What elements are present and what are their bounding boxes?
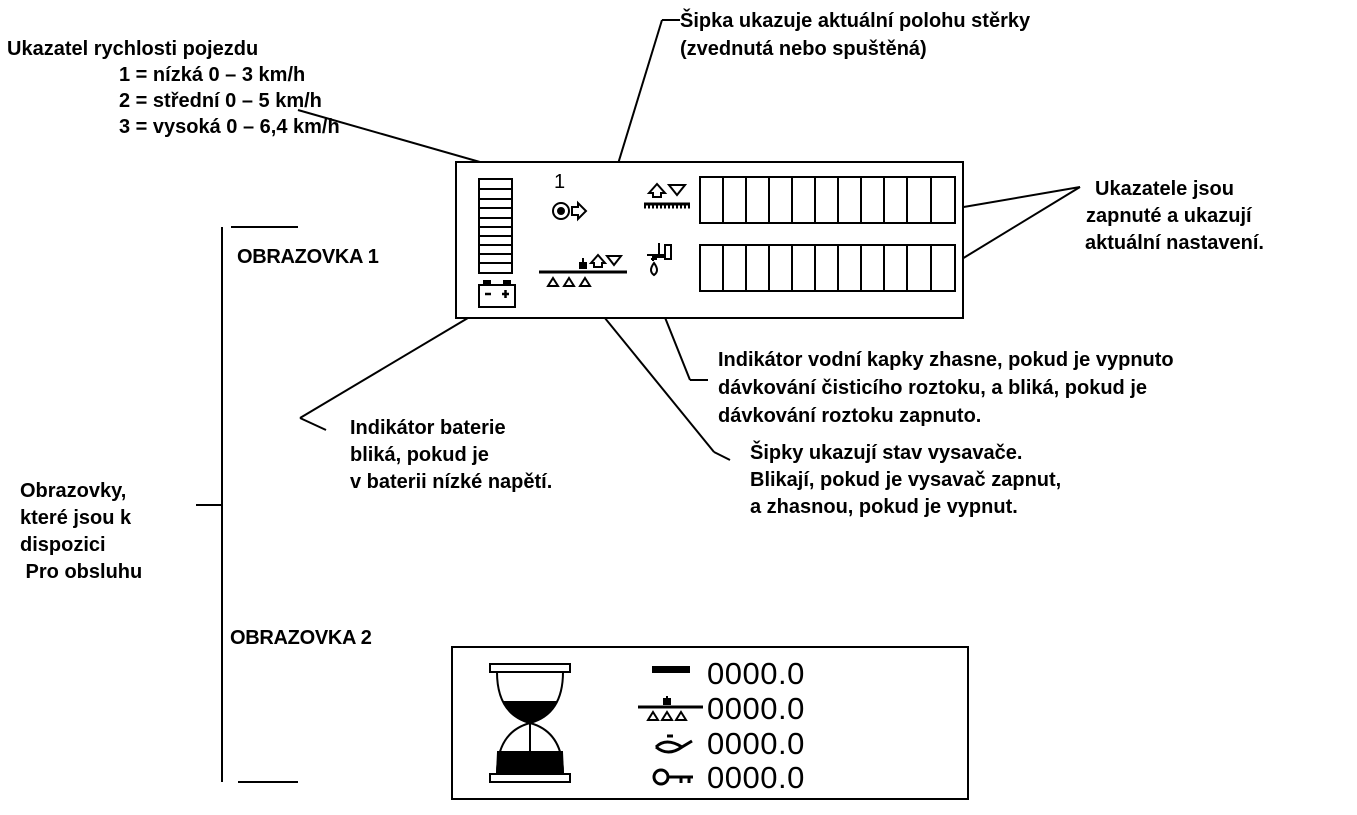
water-drop-icon	[647, 243, 672, 277]
squeegee-icon	[644, 182, 690, 209]
water-callout-line2: dávkování čisticího roztoku, a bliká, po…	[718, 377, 1147, 399]
battery-callout-line3: v baterii nízké napětí.	[350, 471, 553, 493]
speed-number: 1	[554, 171, 566, 193]
screen1-label: OBRAZOVKA 1	[237, 246, 379, 268]
battery-callout-line2: bliká, pokud je	[350, 444, 489, 466]
squeegee-callout-line1: Šipka ukazuje aktuální polohu stěrky	[680, 10, 1031, 32]
water-callout-line3: dávkování roztoku zapnuto.	[718, 405, 982, 427]
screens-callout-line1: Obrazovky,	[20, 480, 127, 502]
hourglass-icon	[489, 663, 571, 783]
indicator-leader-top	[951, 186, 1081, 210]
speed-callout-title: Ukazatel rychlosti pojezdu	[7, 38, 259, 60]
battery-leader	[299, 311, 479, 419]
indicator-segments-bottom	[699, 244, 956, 292]
hour-meter-value-4: 0000.0	[707, 760, 805, 795]
oil-can-icon	[654, 734, 693, 754]
hour-meter-value-2: 0000.0	[707, 691, 805, 726]
speed-callout-line3: 3 = vysoká 0 – 6,4 km/h	[119, 116, 340, 138]
hour-meter-value-1: 0000.0	[707, 656, 805, 691]
squeegee-callout-line2: (zvednutá nebo spuštěná)	[680, 38, 927, 60]
screens-callout-line4: Pro obsluhu	[20, 561, 143, 583]
vacuum-callout-line1: Šipky ukazují stav vysavače.	[750, 442, 1023, 464]
screen1-panel: 1	[455, 161, 964, 319]
forward-direction-icon	[552, 200, 588, 222]
battery-leader-tick	[299, 417, 327, 431]
key-icon	[652, 768, 693, 786]
vacuum-leader-tick	[713, 451, 731, 461]
battery-callout-line1: Indikátor baterie	[350, 417, 506, 439]
water-callout-line1: Indikátor vodní kapky zhasne, pokud je v…	[718, 349, 1174, 371]
screen2-panel: 0000.0 0000.0 0000.0 0000.0	[451, 646, 969, 800]
indicators-callout-line2: zapnuté a ukazují	[1086, 205, 1252, 227]
vacuum-callout-line2: Blikají, pokud je vysavač zapnut,	[750, 469, 1062, 491]
indicators-callout-line1: Ukazatele jsou	[1095, 178, 1234, 200]
battery-icon	[478, 280, 516, 308]
vacuum-arrows-icon	[539, 253, 627, 287]
indicators-callout-line3: aktuální nastavení.	[1085, 232, 1264, 254]
vacuum-callout-line3: a zhasnou, pokud je vypnut.	[750, 496, 1018, 518]
squeegee-hours-icon	[652, 666, 690, 673]
indicator-leader-bottom	[951, 186, 1081, 266]
indicator-segments-top	[699, 176, 956, 224]
scrub-deck-hours-icon	[638, 696, 703, 721]
screens-callout-line3: dispozici	[20, 534, 106, 556]
speed-callout-line2: 2 = střední 0 – 5 km/h	[119, 90, 322, 112]
hour-meter-value-3: 0000.0	[707, 726, 805, 761]
screen2-label: OBRAZOVKA 2	[230, 627, 372, 649]
speed-level-bar	[478, 178, 513, 274]
speed-callout-line1: 1 = nízká 0 – 3 km/h	[119, 64, 306, 86]
screens-callout-line2: které jsou k	[20, 507, 132, 529]
